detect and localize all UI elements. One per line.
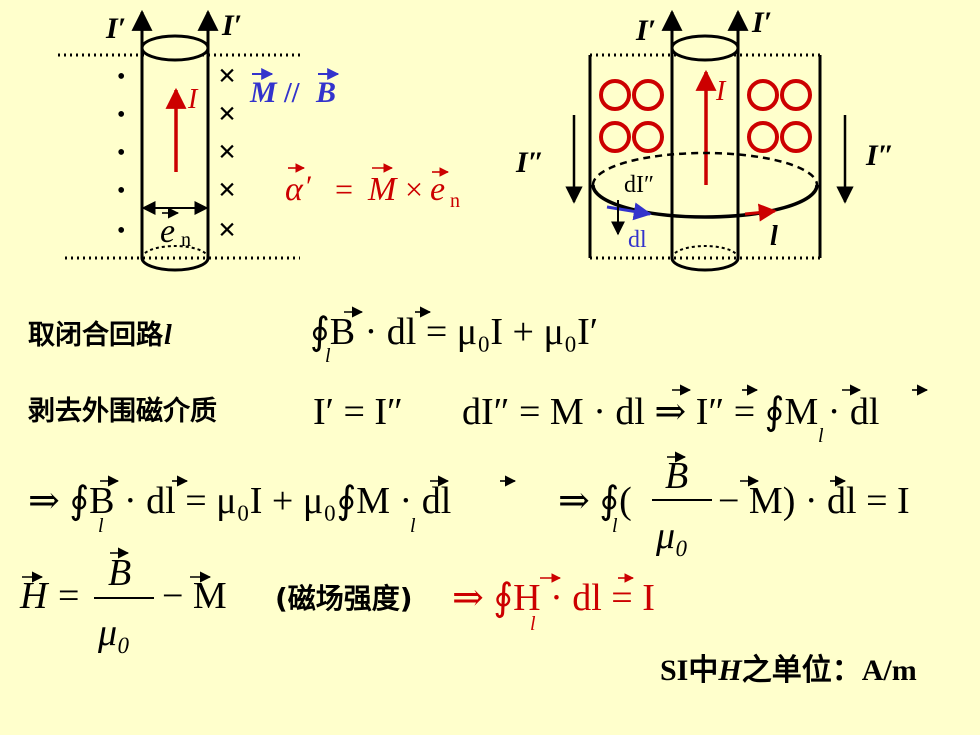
left-cylinder-bottom-front [140, 257, 210, 272]
svg-text:′: ′ [306, 170, 313, 203]
line4-integral-sub: l [530, 613, 536, 635]
equation-vector-arrows [22, 306, 929, 583]
loop-l-label: l [770, 221, 778, 252]
line1-label-l: l [164, 320, 172, 351]
svg-text:B: B [315, 76, 336, 109]
m-parallel-b-relation: M // B [249, 68, 340, 109]
left-cylinder-bottom-back [141, 245, 209, 259]
left-inner-current-label: I [187, 84, 199, 115]
dot-4: • [117, 178, 125, 204]
cross-1: × [218, 57, 236, 93]
equation-line-3: ⇒ ∮B · dl = μ₀I + μ₀∮M · dl l l ⇒ ∮( l B… [28, 455, 910, 557]
line4-result: ⇒ ∮H · dl = I [452, 577, 655, 619]
si-prefix: SI中 [660, 654, 718, 687]
equation-line-4: H = B μ₀ − M (磁场强度) ⇒ ∮H · dl = I l [19, 552, 655, 654]
line3-equation-b-pre: ⇒ ∮( [558, 480, 632, 522]
line4-minus-M: − M [162, 575, 227, 617]
line4-fraction-numerator: B [108, 552, 131, 594]
right-cylinder-top [670, 34, 740, 62]
si-H: H [717, 654, 743, 687]
left-top-current-label-right: I′ [221, 9, 242, 42]
dI-label: dI″ [624, 172, 654, 198]
svg-text:n: n [181, 229, 191, 251]
line3-fraction-denominator: μ₀ [655, 515, 688, 557]
molecular-current-loops [599, 79, 812, 153]
line1-integral-sub: l [325, 345, 331, 367]
cross-2: × [218, 95, 236, 131]
line1-label: 取闭合回路 [28, 319, 164, 351]
svg-text:n: n [450, 190, 460, 212]
svg-text:e: e [430, 171, 445, 208]
si-unit-statement: SI中H之单位：A/m [660, 653, 917, 687]
line3-integral-sub-3: l [612, 515, 618, 537]
line3-integral-sub-1: l [98, 515, 104, 537]
line2-label: 剥去外围磁介质 [28, 396, 217, 427]
cross-4: × [218, 171, 236, 207]
side-current-label-right: I″ [865, 139, 894, 172]
svg-text:α: α [285, 171, 304, 208]
side-current-label-left: I″ [515, 146, 544, 179]
svg-text:M: M [367, 171, 398, 208]
cross-5: × [218, 211, 236, 247]
dot-3: • [117, 140, 125, 166]
closed-loop-front [591, 184, 819, 219]
svg-text:e: e [160, 213, 175, 250]
line3-equation-b-post: − M) · dl = I [718, 480, 910, 522]
right-cylinder-bottom-front [670, 257, 740, 272]
right-figure: I′ I′ I I″ I″ dI″ dl l [515, 6, 894, 272]
left-top-current-label-left: I′ [105, 12, 126, 45]
left-cylinder-top [140, 34, 210, 62]
line3-fraction-numerator: B [665, 455, 688, 497]
line3-equation-a: ⇒ ∮B · dl = μ₀I + μ₀∮M · dl [28, 480, 451, 522]
equation-line-1: 取闭合回路 l ∮B · dl = μ₀I + μ₀I′ l [28, 311, 598, 367]
svg-text://: // [283, 78, 301, 109]
right-cylinder-bottom-back [671, 245, 739, 259]
line4-H: H [19, 575, 50, 617]
line3-integral-sub-2: l [410, 515, 416, 537]
surface-current-formula: α ′ = M × e n [285, 163, 460, 212]
dot-5: • [117, 218, 125, 244]
line4-fraction-denominator: μ₀ [97, 612, 130, 654]
right-inner-current-label: I [715, 76, 727, 107]
equation-line-2: 剥去外围磁介质 I′ = I″ dI″ = M · dl ⇒ I″ = ∮M ·… [28, 391, 879, 447]
left-figure: I′ I′ I • • • • • × × × × × M // B e n [58, 9, 460, 272]
line2-integral-sub: l [818, 425, 824, 447]
line2-equation-a: I′ = I″ [313, 391, 403, 433]
right-top-current-label-right: I′ [751, 6, 772, 39]
dl-label: dl [628, 227, 647, 253]
loop-direction-arrow [744, 203, 777, 222]
svg-text:×: × [405, 171, 423, 207]
closed-loop-back [591, 151, 819, 186]
dl-vector-arrow [606, 202, 652, 221]
right-top-current-label-left: I′ [635, 14, 656, 47]
line1-equation: ∮B · dl = μ₀I + μ₀I′ [310, 311, 598, 353]
svg-text:=: = [335, 171, 353, 207]
si-suffix: 之单位：A/m [742, 653, 917, 687]
normal-vector-en: e n [141, 201, 209, 251]
svg-text:SI中H之单位：A/m: SI中H之单位：A/m [660, 653, 917, 687]
line4-note: (磁场强度) [275, 582, 413, 615]
line2-equation-b: dI″ = M · dl ⇒ I″ = ∮M · dl [462, 391, 879, 433]
dot-1: • [117, 64, 125, 90]
cross-3: × [218, 133, 236, 169]
line4-equals: = [58, 575, 79, 617]
dot-2: • [117, 102, 125, 128]
svg-text:M: M [249, 76, 278, 109]
